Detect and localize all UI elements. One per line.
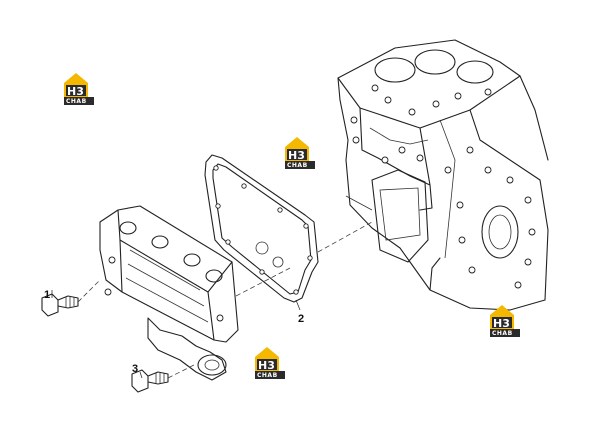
watermark-logo-icon: H3 CHAB bbox=[255, 347, 285, 379]
watermark-logo-icon: H3 CHAB bbox=[490, 305, 520, 337]
callout-3: 3 bbox=[132, 363, 138, 375]
oil-cooler-housing bbox=[99, 205, 239, 381]
watermark-brand-top: H3 bbox=[67, 85, 84, 98]
callout-1: 1 bbox=[44, 289, 50, 301]
engine-block bbox=[337, 39, 549, 311]
alignment-lines bbox=[77, 221, 373, 379]
watermark-brand-bottom: CHAB bbox=[257, 372, 278, 379]
watermark-brand-bottom: CHAB bbox=[492, 330, 513, 337]
watermark-logo-icon: H3 CHAB bbox=[285, 137, 315, 169]
watermark-brand-top: H3 bbox=[493, 317, 510, 330]
callout-2: 2 bbox=[298, 313, 304, 325]
leader-lines bbox=[51, 290, 301, 379]
watermark-brand-bottom: CHAB bbox=[287, 162, 308, 169]
watermark-logo-icon: H3 CHAB bbox=[64, 73, 94, 105]
watermark-brand-top: H3 bbox=[258, 359, 275, 372]
watermark-brand-top: H3 bbox=[288, 149, 305, 162]
watermark-brand-bottom: CHAB bbox=[66, 98, 87, 105]
gasket-part-2 bbox=[204, 154, 319, 303]
